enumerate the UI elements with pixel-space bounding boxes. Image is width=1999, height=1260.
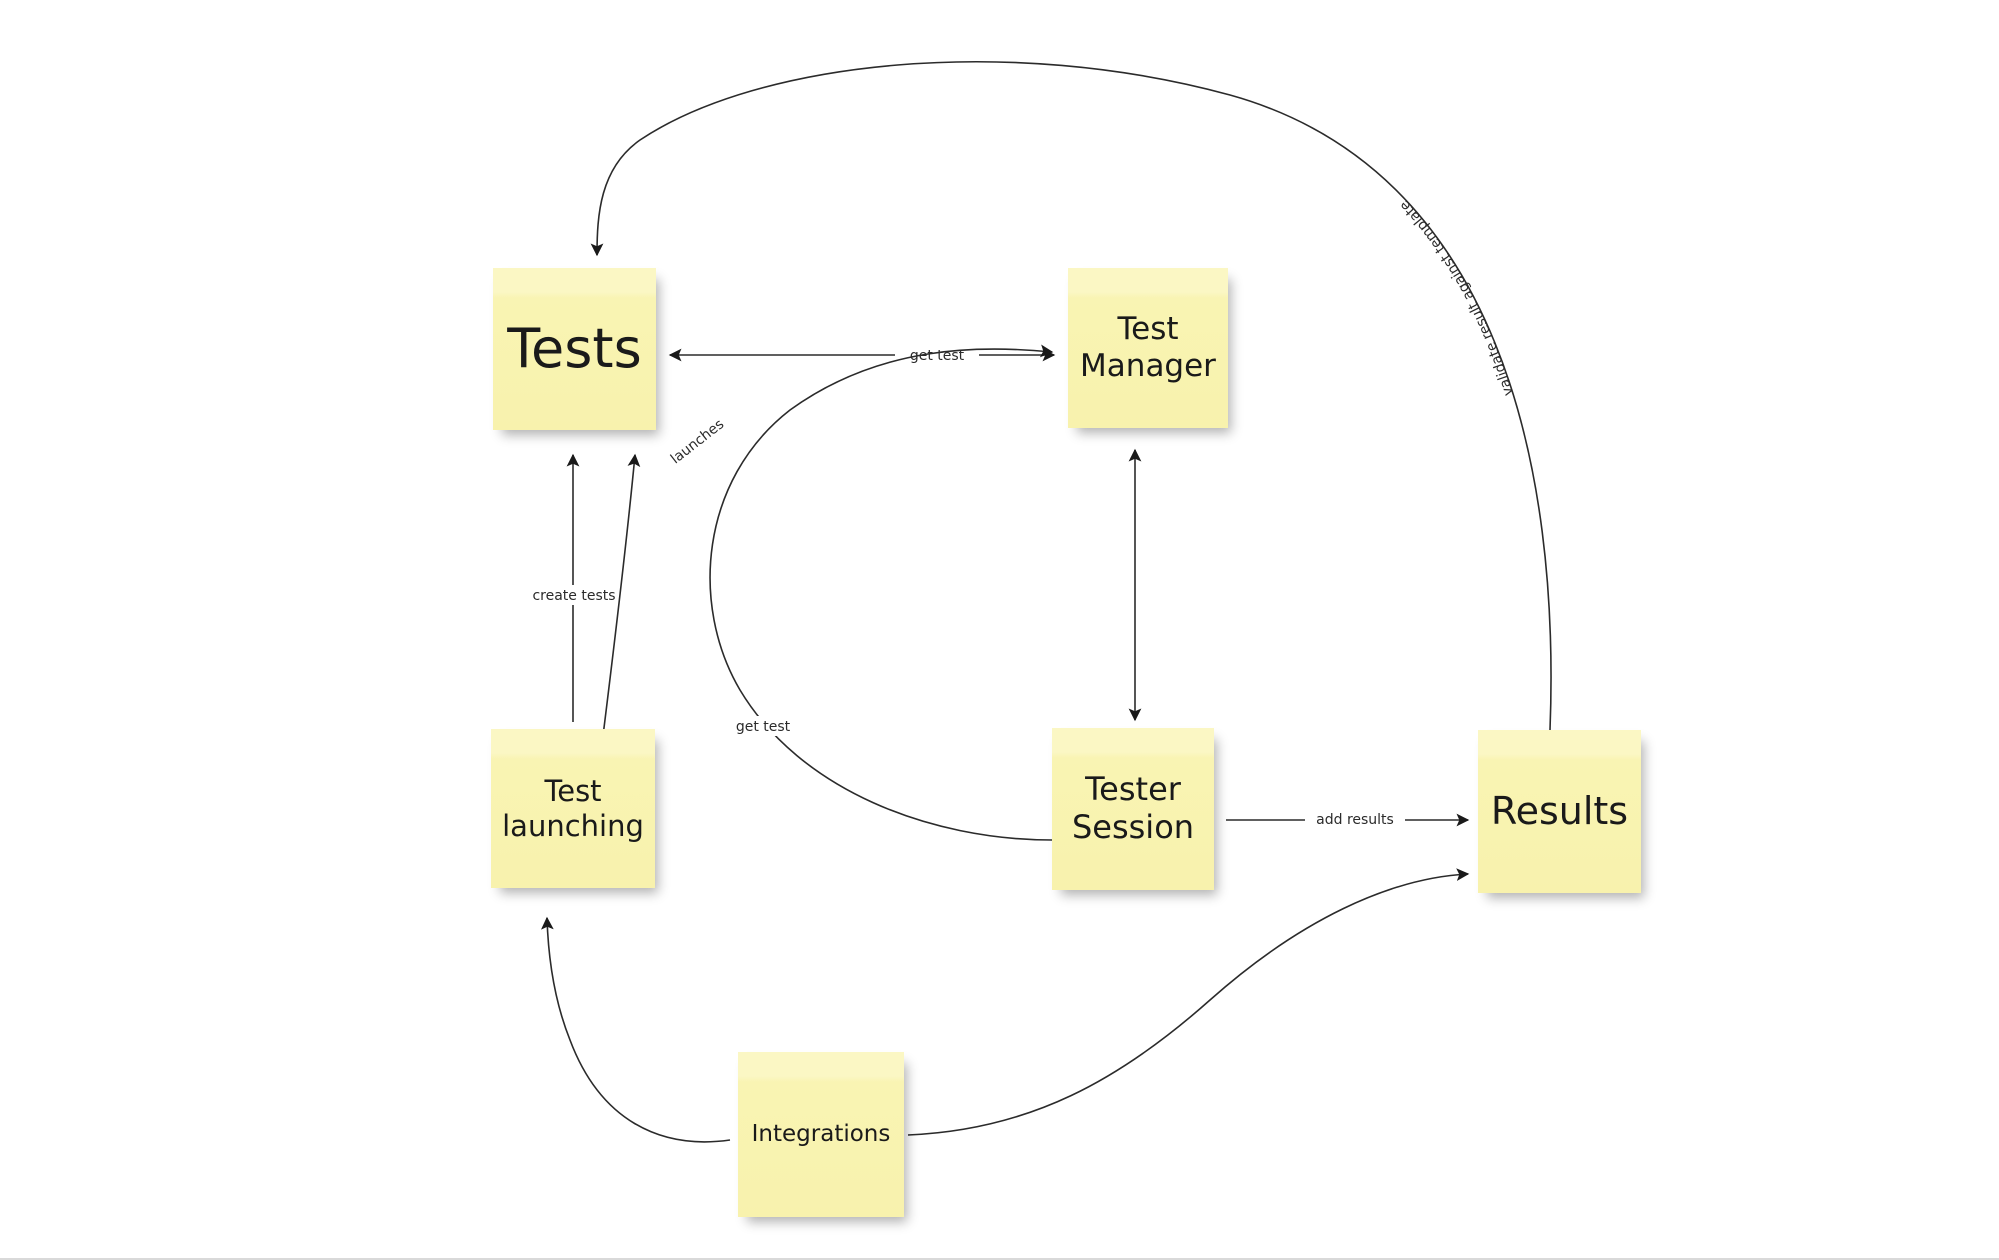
- node-test-manager[interactable]: Test Manager: [1068, 268, 1228, 428]
- edge-label-validate: validate result against template: [1397, 197, 1517, 398]
- edge-label-get-test-top: get test: [910, 348, 965, 364]
- edge-create-tests: create tests: [531, 453, 617, 722]
- node-test-launching-label: Test launching: [502, 774, 644, 843]
- node-results[interactable]: Results: [1478, 730, 1641, 893]
- edge-integrations-test-launching: [540, 916, 731, 1143]
- node-results-label: Results: [1490, 789, 1629, 834]
- edge-add-results: add results: [1226, 809, 1470, 829]
- edge-path-get-test-bottom: [709, 344, 1054, 841]
- node-tests-label: Tests: [507, 317, 642, 381]
- edge-label-backing-add-results: [1305, 809, 1405, 829]
- edge-tests-test-manager: get test: [668, 344, 1056, 366]
- edge-path-launches: [599, 453, 641, 761]
- node-tester-session-label: Tester Session: [1071, 770, 1195, 846]
- edge-label-backing-create-tests: [531, 585, 617, 605]
- bottom-divider: [0, 1258, 1999, 1260]
- edge-launches: launches: [599, 416, 727, 761]
- edge-path-integrations-launching: [540, 916, 731, 1143]
- node-tests[interactable]: Tests: [493, 268, 656, 430]
- edge-label-create-tests: create tests: [532, 588, 615, 604]
- edge-get-test-bottom: get test: [709, 344, 1054, 841]
- edge-integrations-results: [907, 868, 1470, 1136]
- edge-label-launches: launches: [668, 416, 727, 467]
- node-tester-session[interactable]: Tester Session: [1052, 728, 1214, 890]
- node-integrations[interactable]: Integrations: [738, 1052, 904, 1217]
- node-integrations-label: Integrations: [751, 1120, 891, 1147]
- node-test-manager-label: Test Manager: [1080, 311, 1216, 384]
- edge-label-add-results: add results: [1316, 812, 1394, 828]
- edge-label-backing-get-test-bottom: [728, 716, 798, 736]
- node-test-launching[interactable]: Test launching: [491, 729, 655, 888]
- edge-label-backing-get-test-top: [895, 344, 979, 366]
- edge-label-get-test-bottom: get test: [736, 719, 791, 735]
- edge-path-integrations-results: [907, 868, 1470, 1136]
